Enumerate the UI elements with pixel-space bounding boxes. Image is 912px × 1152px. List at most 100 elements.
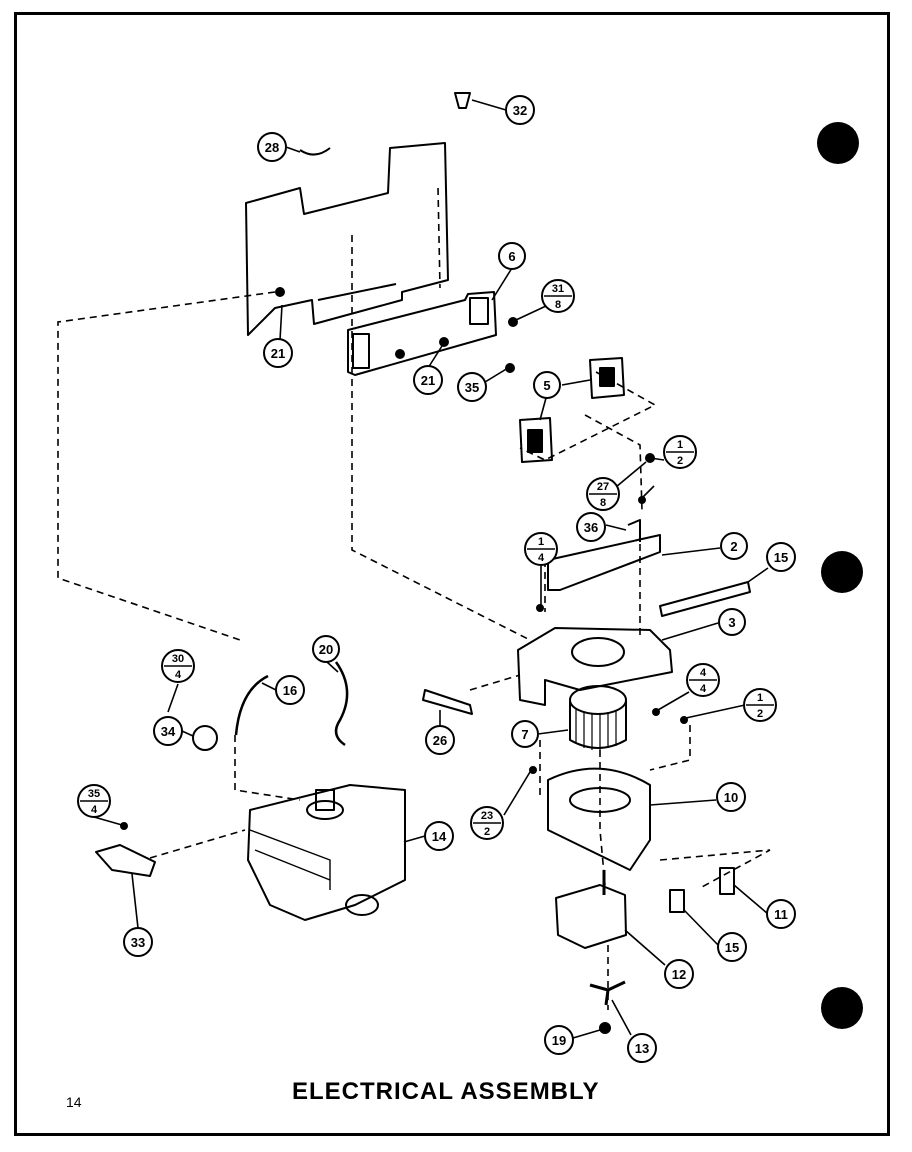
bracket-slot-left <box>352 333 370 369</box>
wire-clip <box>299 147 331 156</box>
svg-text:2: 2 <box>757 708 763 720</box>
svg-text:19: 19 <box>552 1033 566 1048</box>
clip-fifteen <box>669 889 685 913</box>
svg-text:15: 15 <box>774 550 788 565</box>
magnetron-terminal <box>345 894 379 916</box>
svg-text:13: 13 <box>635 1041 649 1056</box>
mounting-clip <box>95 844 156 877</box>
callout-32: 32 <box>505 95 535 125</box>
diagram-title: ELECTRICAL ASSEMBLY <box>292 1078 600 1105</box>
svg-text:36: 36 <box>584 520 598 535</box>
svg-text:26: 26 <box>433 733 447 748</box>
callout-31-8: 318 <box>541 279 575 313</box>
clip-eleven <box>719 867 735 895</box>
svg-text:3: 3 <box>728 615 735 630</box>
callout-27-8: 278 <box>586 477 620 511</box>
callout-5: 5 <box>533 371 561 399</box>
svg-text:15: 15 <box>725 940 739 955</box>
back-panel <box>245 142 449 336</box>
svg-text:33: 33 <box>131 935 145 950</box>
fastener <box>505 363 515 373</box>
callout-15-upper: 15 <box>766 542 796 572</box>
svg-text:1: 1 <box>757 692 763 704</box>
thermal-cutout <box>192 725 218 751</box>
fan-body <box>569 700 627 749</box>
binding-hole-top <box>817 122 859 164</box>
shroud-opening <box>569 787 631 813</box>
callout-35: 35 <box>457 372 487 402</box>
screw <box>680 716 688 724</box>
knob-part <box>454 92 471 109</box>
assembly-leader-lines <box>57 187 771 1010</box>
fastener <box>508 317 518 327</box>
callout-15-lower: 15 <box>717 932 747 962</box>
binding-hole-middle <box>821 551 863 593</box>
strap-tab <box>627 519 641 542</box>
callout-2: 2 <box>720 532 748 560</box>
mounting-rod <box>422 689 473 715</box>
callout-10: 10 <box>716 782 746 812</box>
fan-top <box>569 685 627 715</box>
bracket-opening <box>571 637 625 667</box>
screw <box>652 708 660 716</box>
screw <box>529 766 537 774</box>
terminal-bar <box>659 581 751 617</box>
magnetron-antenna <box>315 789 335 811</box>
callout-13: 13 <box>627 1033 657 1063</box>
motor-bracket <box>517 627 673 706</box>
page-border <box>14 12 890 1136</box>
callout-34: 34 <box>153 716 183 746</box>
svg-text:5: 5 <box>543 378 550 393</box>
callout-11: 11 <box>766 899 796 929</box>
svg-text:8: 8 <box>555 299 561 311</box>
screw <box>120 822 128 830</box>
svg-text:28: 28 <box>265 140 279 155</box>
callout-6: 6 <box>498 242 526 270</box>
back-panel-fold <box>317 283 397 301</box>
binding-hole-bottom <box>821 987 863 1029</box>
svg-text:11: 11 <box>774 907 788 922</box>
mounting-bracket <box>347 291 497 376</box>
callout-21-center: 21 <box>413 365 443 395</box>
callout-3: 3 <box>718 608 746 636</box>
svg-text:4: 4 <box>700 667 707 679</box>
callout-21-left: 21 <box>263 338 293 368</box>
part-shapes <box>95 92 751 1034</box>
callout-12: 12 <box>664 959 694 989</box>
svg-text:34: 34 <box>161 724 176 739</box>
svg-text:1: 1 <box>538 536 544 548</box>
callout-1-2-lower: 12 <box>743 688 777 722</box>
svg-text:6: 6 <box>508 249 515 264</box>
callout-19: 19 <box>544 1025 574 1055</box>
callout-1-2-upper: 12 <box>663 435 697 469</box>
page-number: 14 <box>66 1094 82 1110</box>
callout-28: 28 <box>257 132 287 162</box>
svg-text:4: 4 <box>175 669 182 681</box>
screw <box>536 604 544 612</box>
svg-text:2: 2 <box>677 455 683 467</box>
fastener <box>395 349 405 359</box>
bracket-slot-right <box>469 297 489 325</box>
callout-14: 14 <box>424 821 454 851</box>
fan-motor <box>555 884 627 949</box>
svg-text:31: 31 <box>552 283 564 295</box>
callout-26: 26 <box>425 725 455 755</box>
svg-text:30: 30 <box>172 653 184 665</box>
magnetron-fins <box>249 829 331 890</box>
fastener <box>275 287 285 297</box>
relay-upper <box>589 357 625 399</box>
callout-30-4: 304 <box>161 649 195 683</box>
washer <box>599 1022 611 1034</box>
svg-text:21: 21 <box>271 346 285 361</box>
magnetron-body <box>247 784 406 921</box>
relay-lower-face <box>527 429 543 453</box>
svg-text:16: 16 <box>283 683 297 698</box>
svg-text:35: 35 <box>465 380 479 395</box>
callout-leaders <box>93 99 769 1039</box>
svg-text:7: 7 <box>521 727 528 742</box>
svg-text:12: 12 <box>672 967 686 982</box>
callout-35-4: 354 <box>77 784 111 818</box>
svg-text:21: 21 <box>421 373 435 388</box>
callout-20: 20 <box>312 635 340 663</box>
